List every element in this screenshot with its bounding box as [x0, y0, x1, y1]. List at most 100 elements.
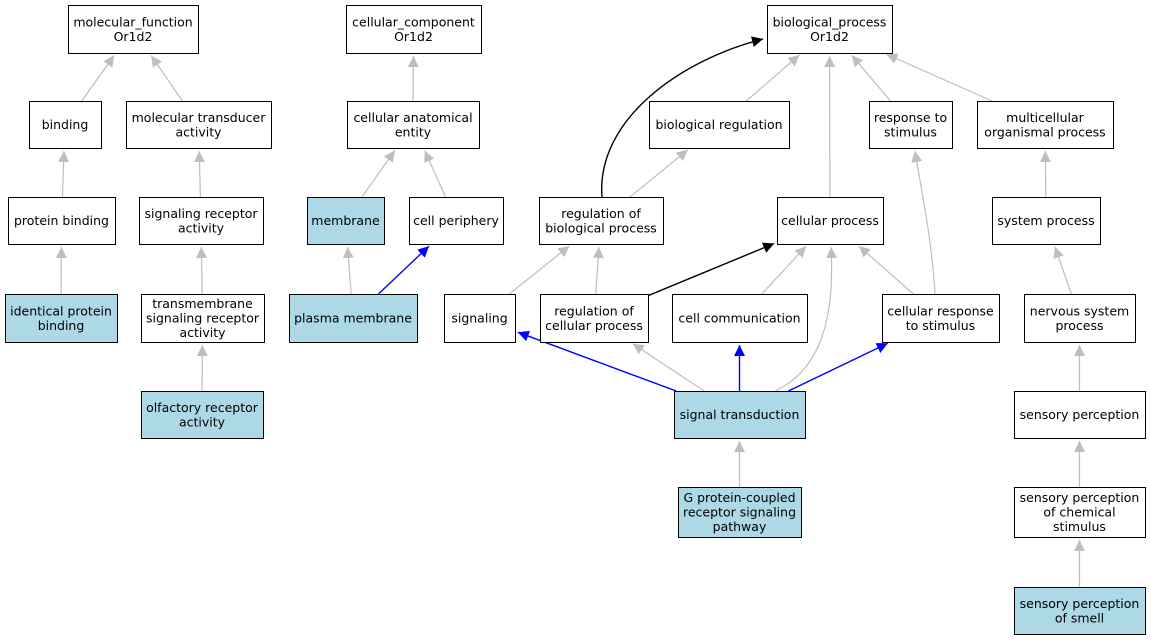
go-term-node-sysproc[interactable]: system process — [992, 197, 1101, 245]
node-box — [649, 101, 790, 149]
go-term-node-bioreg[interactable]: biological regulation — [649, 101, 790, 149]
node-label-line: of chemical — [1043, 505, 1115, 520]
edge-membrane-to-cae — [361, 150, 396, 198]
node-label-line: identical protein — [10, 303, 112, 318]
node-box — [539, 197, 664, 245]
node-label-line: sensory perception — [1020, 407, 1140, 422]
node-box — [8, 197, 116, 245]
edge-rts-to-bp — [851, 54, 892, 102]
go-term-node-signaling[interactable]: signaling — [444, 294, 516, 343]
node-label-line: Or1d2 — [394, 29, 433, 44]
node-label-line: sensory perception — [1020, 596, 1140, 611]
node-box — [289, 294, 418, 343]
go-term-node-pm[interactable]: plasma membrane — [289, 294, 418, 343]
edge-rbp-to-bioreg — [629, 149, 689, 198]
node-label-line: transmembrane — [152, 296, 253, 311]
go-term-node-cellproc[interactable]: cellular process — [777, 197, 884, 245]
node-label-line: cell communication — [678, 311, 800, 326]
node-box — [672, 294, 808, 343]
node-box — [307, 197, 385, 245]
node-label-line: signaling — [451, 311, 507, 326]
edge-sysproc-to-mop — [1039, 150, 1051, 198]
edge-st-to-rcp — [632, 343, 705, 392]
node-label-line: signaling receptor — [144, 206, 258, 221]
node-label-line: biological process — [545, 220, 657, 235]
node-box — [1014, 487, 1146, 538]
node-box — [777, 197, 884, 245]
node-label-line: stimulus — [1053, 519, 1106, 534]
edge-st-to-crs — [788, 342, 889, 392]
node-box — [882, 294, 1000, 343]
node-box — [767, 5, 893, 54]
node-label-line: cellular anatomical — [353, 110, 472, 125]
edge-crs-to-cellproc — [858, 245, 914, 295]
node-label-line: regulation of — [561, 206, 641, 221]
edge-protbind-to-binding — [58, 150, 70, 198]
edge-pm-to-cellper — [377, 245, 430, 295]
node-box — [869, 101, 953, 149]
node-label-line: stimulus — [884, 124, 937, 139]
node-label-line: signaling receptor — [146, 311, 260, 326]
node-box — [992, 197, 1101, 245]
node-label-line: activity — [179, 414, 226, 429]
node-label-line: receptor signaling — [683, 505, 796, 520]
node-label-line: Or1d2 — [810, 29, 849, 44]
node-box — [674, 391, 806, 439]
node-label-line: cellular process — [781, 213, 879, 228]
edge-cellper-to-cae — [424, 150, 447, 198]
node-box — [1014, 391, 1146, 439]
node-box — [29, 101, 102, 149]
edge-bioreg-to-bp — [745, 54, 800, 102]
node-label-line: binding — [42, 117, 89, 132]
node-label-line: activity — [178, 220, 225, 235]
node-label-line: to stimulus — [906, 318, 975, 333]
node-label-line: of smell — [1055, 610, 1104, 625]
node-box — [126, 101, 272, 149]
node-label-line: entity — [395, 124, 432, 139]
node-label-line: cellular response — [887, 303, 994, 318]
edge-cellcomm-to-cellproc — [761, 245, 807, 295]
node-label-line: activity — [175, 124, 222, 139]
go-term-node-cellper[interactable]: cell periphery — [409, 197, 504, 245]
node-label-line: response to — [874, 110, 947, 125]
edge-binding-to-mf — [81, 55, 115, 102]
edge-rcp-to-rbp — [592, 246, 604, 295]
go-term-node-st[interactable]: signal transduction — [674, 391, 806, 439]
edge-signaling-to-rbp — [509, 245, 570, 295]
go-term-node-binding[interactable]: binding — [29, 101, 102, 149]
edge-rbp-to-bp — [601, 36, 764, 198]
node-label-line: cellular_component — [352, 14, 475, 29]
node-label-line: signal transduction — [680, 407, 800, 422]
go-term-node-protbind[interactable]: protein binding — [8, 197, 116, 245]
go-term-node-membrane[interactable]: membrane — [307, 197, 385, 245]
edge-crs-to-rts — [911, 150, 936, 295]
edge-mop-to-bp — [886, 53, 993, 102]
node-box — [141, 391, 264, 439]
node-box — [678, 487, 802, 538]
node-box — [139, 197, 264, 245]
go-term-node-sp[interactable]: sensory perception — [1014, 391, 1146, 439]
node-label-line: process — [1055, 318, 1103, 333]
edge-rcp-to-cellproc — [647, 242, 775, 297]
node-box — [977, 101, 1114, 149]
go-term-node-cellcomm[interactable]: cell communication — [672, 294, 808, 343]
